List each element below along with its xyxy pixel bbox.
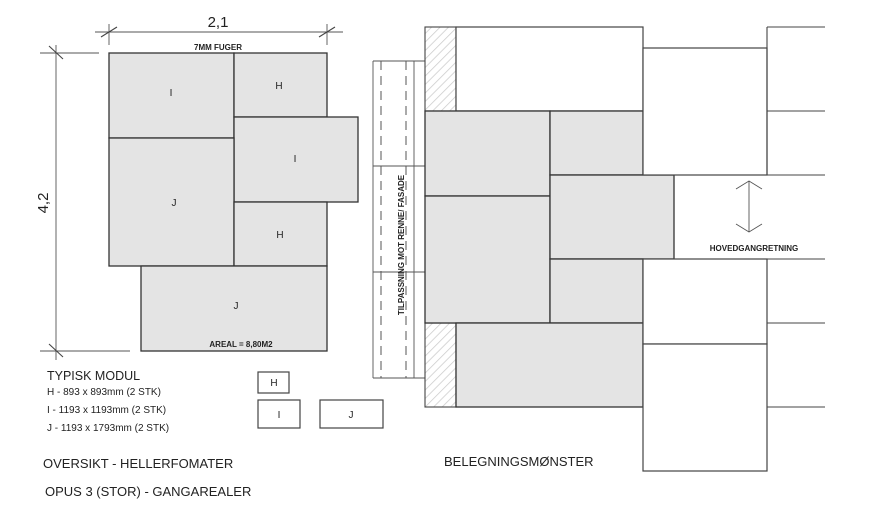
legend-title: TYPISK MODUL	[47, 369, 140, 383]
tile-label: J	[172, 198, 177, 209]
tile-label: H	[275, 81, 282, 92]
width-dimension-label: 2,1	[208, 14, 229, 31]
double-arrow-icon	[735, 180, 763, 233]
tile-label: H	[276, 230, 283, 241]
legend-box-label: J	[349, 410, 354, 421]
pattern-title: BELEGNINGSMØNSTER	[444, 454, 594, 469]
legend: TYPISK MODUL H - 893 x 893mm (2 STK) I -…	[47, 369, 384, 434]
series-title: OPUS 3 (STOR) - GANGAREALER	[45, 484, 251, 499]
tile-j	[140, 265, 328, 352]
tile-label: I	[294, 154, 297, 165]
tile-i	[108, 52, 235, 139]
legend-item: I - 1193 x 1193mm (2 STK)	[47, 405, 166, 416]
overview-module: I H I J H J AREAL = 8,80M2	[108, 52, 359, 352]
hatched-edge	[424, 26, 457, 112]
height-dimension-label: 4,2	[35, 193, 52, 214]
width-dimension: 2,1	[95, 14, 343, 45]
tile-label: J	[234, 301, 239, 312]
legend-box-label: H	[270, 378, 277, 389]
edge-strip: TILPASSNING MOT RENNE/ FASADE	[372, 60, 425, 379]
tile-h	[233, 201, 328, 267]
legend-item: J - 1193 x 1793mm (2 STK)	[47, 423, 169, 434]
legend-item: H - 893 x 893mm (2 STK)	[47, 387, 161, 398]
legend-box-label: I	[278, 410, 281, 421]
laying-pattern: HOVEDGANGRETNING	[424, 26, 825, 472]
overview-title: OVERSIKT - HELLERFOMATER	[43, 456, 233, 471]
edge-note: TILPASSNING MOT RENNE/ FASADE	[397, 174, 406, 315]
tile-label: I	[170, 88, 173, 99]
joint-note: 7MM FUGER	[194, 43, 242, 52]
height-dimension: 4,2	[35, 45, 130, 360]
hatched-edge	[424, 322, 457, 408]
area-note: AREAL = 8,80M2	[209, 340, 273, 349]
direction-label: HOVEDGANGRETNING	[710, 244, 798, 253]
